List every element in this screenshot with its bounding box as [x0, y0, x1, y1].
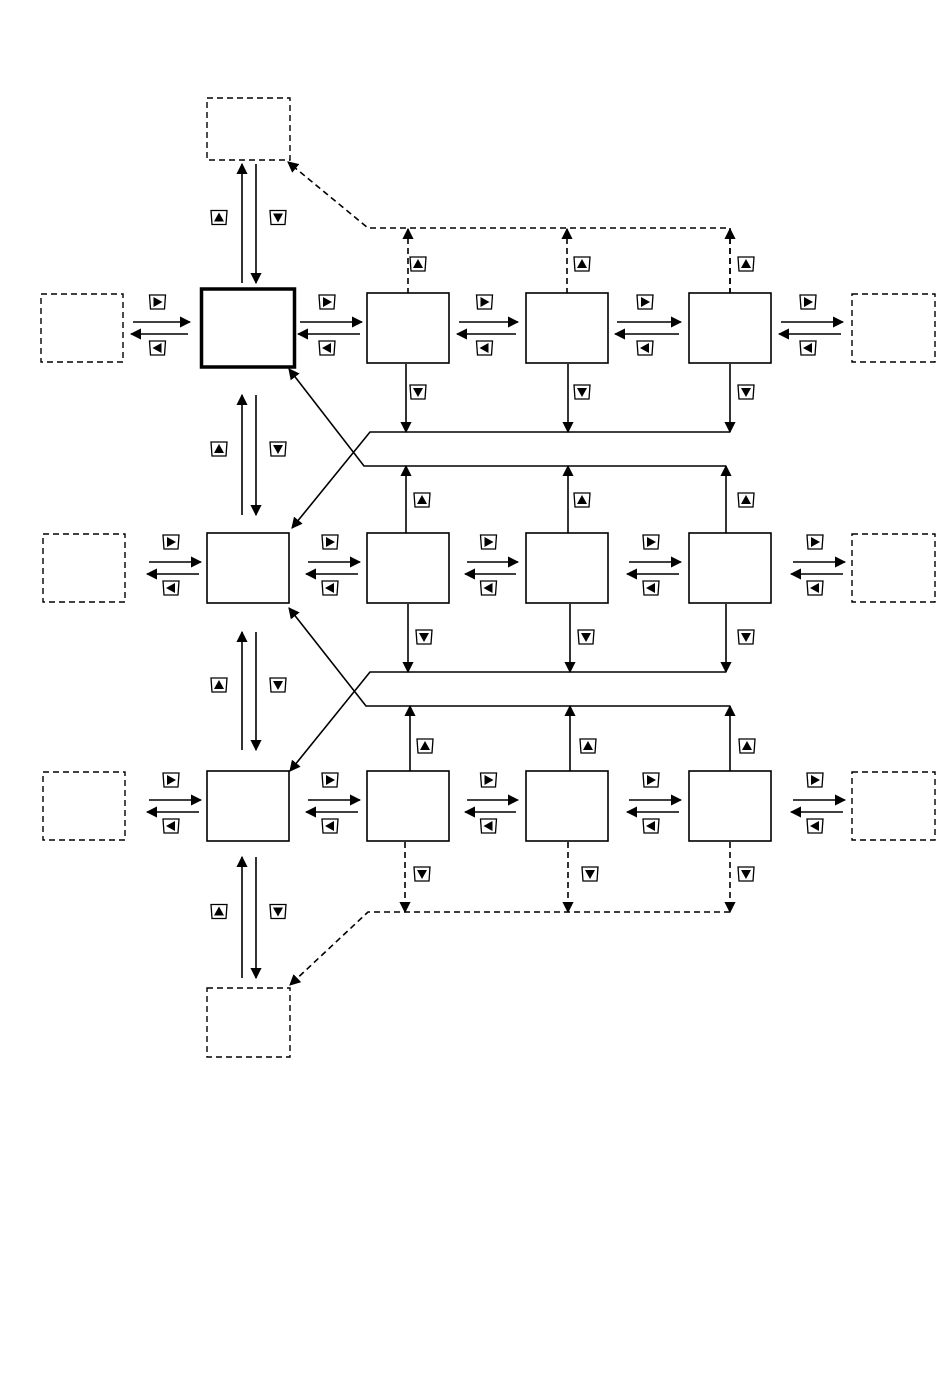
left-key-icon: [481, 581, 497, 595]
up-key-icon: [574, 493, 590, 507]
dashed-bus-top: [288, 162, 730, 294]
up-key-icon: [211, 442, 227, 456]
screen-r0-c0: [202, 289, 295, 367]
down-key-icon: [270, 211, 286, 225]
left-key-icon: [481, 819, 497, 833]
left-key-icon: [322, 819, 338, 833]
down-key-icon: [270, 442, 286, 456]
screen-r0-c3: [689, 293, 771, 363]
screen-r1-c3: [689, 533, 771, 603]
down-key-icon: [410, 385, 426, 399]
down-key-icon: [578, 630, 594, 644]
left-key-icon: [643, 581, 659, 595]
ghost-screen-right-2: [852, 772, 935, 840]
left-key-icon: [807, 581, 823, 595]
up-key-icon: [211, 905, 227, 919]
left-key-icon: [319, 341, 335, 355]
bus-up-r2: [289, 608, 730, 706]
left-key-icon: [150, 341, 166, 355]
right-key-icon: [150, 295, 166, 309]
left-key-icon: [163, 819, 179, 833]
bus-down-r0: [292, 432, 730, 528]
down-key-icon: [270, 905, 286, 919]
right-key-icon: [637, 295, 653, 309]
down-key-icon: [270, 678, 286, 692]
down-key-icon: [738, 867, 754, 881]
left-key-icon: [637, 341, 653, 355]
left-key-icon: [643, 819, 659, 833]
down-key-icon: [582, 867, 598, 881]
ghost-screen-left-2: [43, 772, 125, 840]
ghost-screen-left-0: [41, 294, 123, 362]
down-key-icon: [738, 630, 754, 644]
right-key-icon: [322, 535, 338, 549]
up-key-icon: [738, 257, 754, 271]
ghost-screen-top: [207, 98, 290, 160]
up-key-icon: [211, 211, 227, 225]
screen-r1-c0: [207, 533, 289, 603]
up-key-icon: [574, 257, 590, 271]
left-key-icon: [807, 819, 823, 833]
right-key-icon: [807, 773, 823, 787]
up-key-icon: [739, 739, 755, 753]
up-key-icon: [410, 257, 426, 271]
ghost-screen-right-1: [852, 534, 935, 602]
up-key-icon: [738, 493, 754, 507]
left-key-icon: [163, 581, 179, 595]
screen-boxes: [41, 98, 935, 1057]
left-key-icon: [477, 341, 493, 355]
right-key-icon: [322, 773, 338, 787]
right-key-icon: [163, 773, 179, 787]
left-key-icon: [322, 581, 338, 595]
ghost-screen-bottom: [207, 988, 290, 1057]
up-key-icon: [414, 493, 430, 507]
right-key-icon: [481, 535, 497, 549]
down-key-icon: [574, 385, 590, 399]
right-key-icon: [319, 295, 335, 309]
down-key-icon: [414, 867, 430, 881]
screen-r1-c2: [526, 533, 608, 603]
right-key-icon: [481, 773, 497, 787]
right-key-icon: [163, 535, 179, 549]
down-key-icon: [738, 385, 754, 399]
screen-r2-c2: [526, 771, 608, 841]
screen-r0-c2: [526, 293, 608, 363]
ghost-screen-left-1: [43, 534, 125, 602]
screen-r2-c3: [689, 771, 771, 841]
bus-down-r1: [290, 672, 726, 771]
right-key-icon: [477, 295, 493, 309]
right-key-icon: [807, 535, 823, 549]
screen-r2-c1: [367, 771, 449, 841]
ghost-screen-right-0: [852, 294, 935, 362]
screen-r2-c0: [207, 771, 289, 841]
dashed-bus-bottom: [290, 912, 730, 985]
screen-r0-c1: [367, 293, 449, 363]
up-key-icon: [417, 739, 433, 753]
screen-r1-c1: [367, 533, 449, 603]
up-key-icon: [580, 739, 596, 753]
right-key-icon: [643, 773, 659, 787]
right-key-icon: [800, 295, 816, 309]
down-key-icon: [416, 630, 432, 644]
left-key-icon: [800, 341, 816, 355]
right-key-icon: [643, 535, 659, 549]
up-key-icon: [211, 678, 227, 692]
